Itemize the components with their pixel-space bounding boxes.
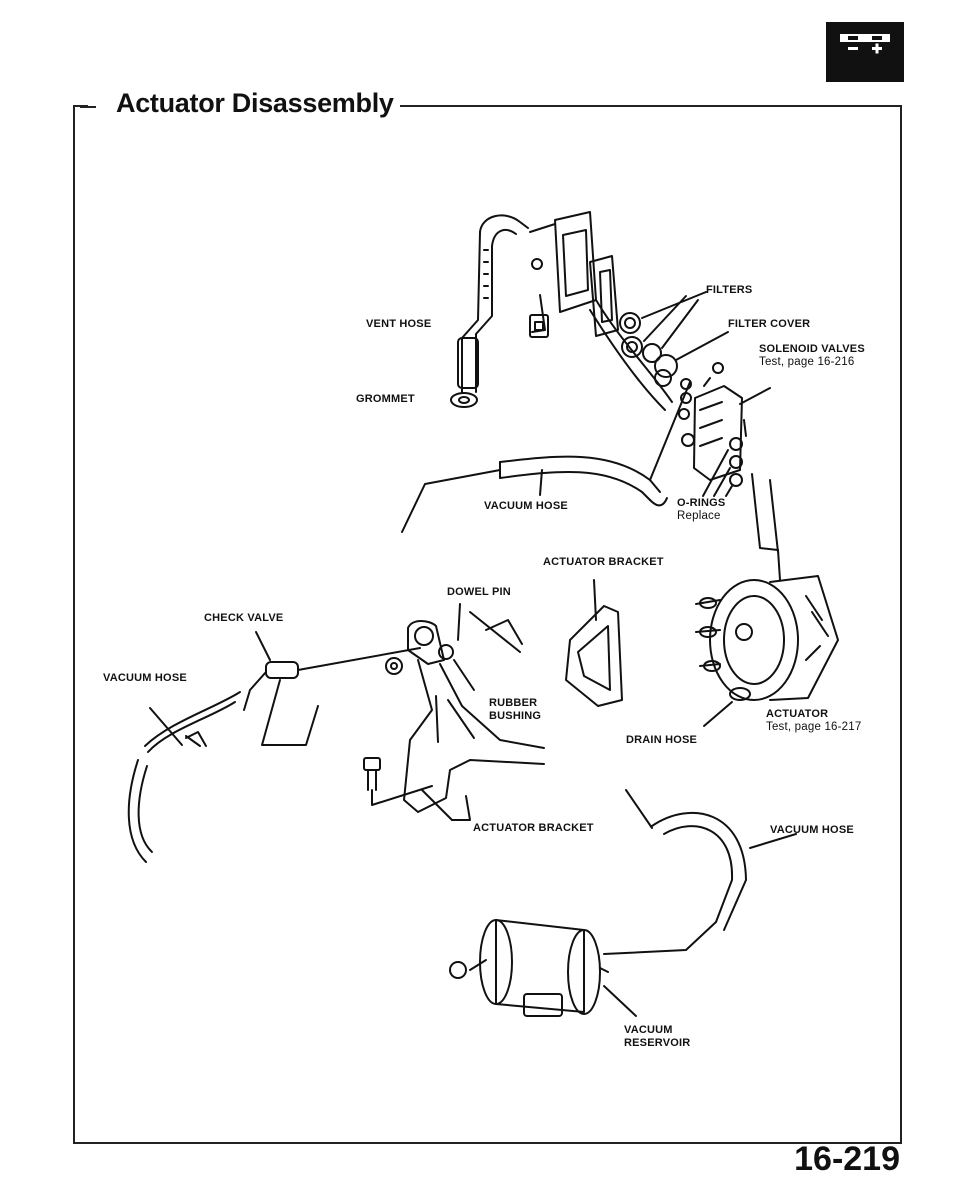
label-solenoid-valves: SOLENOID VALVES Test, page 16-216	[759, 343, 865, 369]
label-check-valve: CHECK VALVE	[204, 612, 284, 624]
label-drain-hose: DRAIN HOSE	[626, 734, 698, 746]
o-rings-note: Replace	[677, 510, 721, 522]
label-vacuum-reservoir: VACUUM RESERVOIR	[624, 1024, 690, 1050]
vent-hose-part	[457, 214, 529, 393]
solenoid-valves-title: SOLENOID VALVES	[759, 343, 865, 355]
title-dash	[80, 106, 96, 108]
actuator-part	[695, 473, 839, 701]
filters-part	[619, 291, 707, 363]
label-actuator-bracket-bottom: ACTUATOR BRACKET	[473, 822, 594, 834]
actuator-note: Test, page 16-217	[766, 721, 862, 733]
label-dowel-pin: DOWEL PIN	[447, 586, 511, 598]
rubber-bushing-line-1: RUBBER	[489, 697, 538, 709]
screw-part	[703, 362, 724, 387]
label-rubber-bushing: RUBBER BUSHING	[489, 697, 541, 723]
grommet-part	[450, 392, 478, 408]
label-actuator: ACTUATOR Test, page 16-217	[766, 708, 861, 734]
battery-icon	[826, 22, 904, 82]
label-vacuum-hose-top: VACUUM HOSE	[484, 500, 568, 512]
label-o-rings: O-RINGS Replace	[677, 497, 725, 523]
diagram-frame	[73, 105, 902, 1144]
label-actuator-bracket-top: ACTUATOR BRACKET	[543, 556, 664, 568]
label-filter-cover: FILTER COVER	[728, 318, 811, 330]
actuator-title: ACTUATOR	[766, 708, 829, 720]
page-title: Actuator Disassembly	[110, 88, 400, 119]
label-vacuum-hose-left: VACUUM HOSE	[103, 672, 187, 684]
o-rings-part	[702, 437, 743, 497]
solenoid-valves-part	[678, 378, 771, 481]
actuator-bracket-top-part	[565, 579, 623, 707]
solenoid-assembly-part	[529, 211, 673, 411]
o-rings-title: O-RINGS	[677, 497, 726, 509]
label-vacuum-hose-right: VACUUM HOSE	[770, 824, 854, 836]
filter-cover-part	[654, 331, 729, 387]
vacuum-hose-right-part	[603, 789, 797, 955]
check-valve-part	[243, 631, 421, 746]
vacuum-reservoir-line-2: RESERVOIR	[624, 1037, 691, 1049]
vacuum-reservoir-part	[449, 919, 637, 1017]
label-grommet: GROMMET	[356, 393, 415, 405]
label-vent-hose: VENT HOSE	[366, 318, 432, 330]
drain-hose-part	[703, 687, 751, 727]
rubber-bushing-line-2: BUSHING	[489, 710, 542, 722]
vacuum-reservoir-line-1: VACUUM	[624, 1024, 673, 1036]
solenoid-valves-note: Test, page 16-216	[759, 356, 855, 368]
page-number: 16-219	[794, 1140, 900, 1178]
label-filters: FILTERS	[706, 284, 753, 296]
actuator-bracket-bottom-part	[385, 603, 545, 821]
vacuum-hose-left-part	[127, 691, 241, 863]
bolt-part	[363, 757, 433, 806]
vacuum-hose-top-part	[401, 381, 691, 533]
